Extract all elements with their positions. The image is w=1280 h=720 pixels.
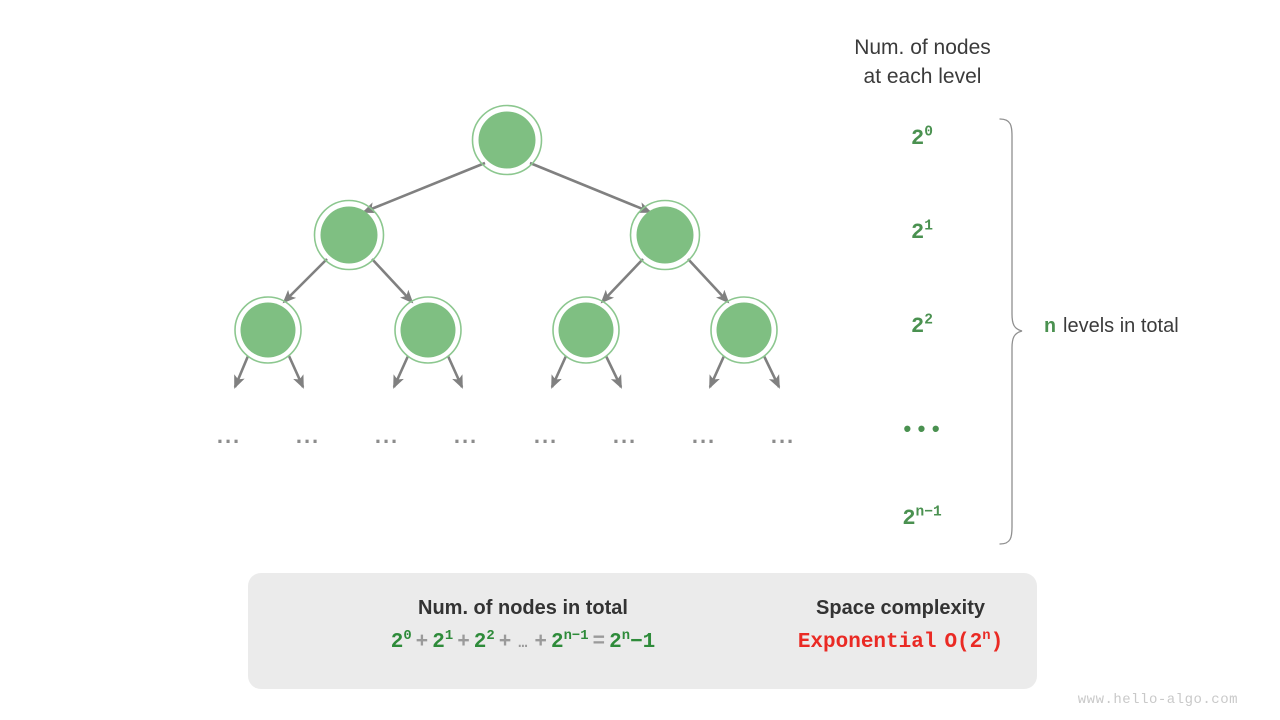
formula-result-base: 2	[609, 631, 622, 654]
formula-ellipsis: …	[518, 635, 528, 652]
summary-left-title: Num. of nodes in total	[418, 597, 628, 619]
level-count-ellipsis: •••	[900, 418, 944, 443]
summary-right-title: Space complexity	[816, 597, 985, 619]
tree-node	[313, 199, 385, 271]
formula-term-2-exp: 2	[486, 628, 495, 644]
tree-ellipsis: ...	[216, 423, 242, 448]
complexity-notation-suffix: )	[990, 631, 1004, 654]
summary-formula: 20+21+22+…+2n−1=2n−1	[278, 628, 768, 654]
formula-term-0-exp: 0	[403, 628, 412, 644]
level-count-last: 2n−1	[852, 504, 992, 531]
tree-ellipsis: ...	[612, 423, 638, 448]
summary-panel: Num. of nodes in total 20+21+22+…+2n−1=2…	[248, 573, 1037, 689]
formula-result-exp: n	[621, 628, 631, 644]
tree-ellipsis: ...	[691, 423, 717, 448]
tree-node	[394, 296, 462, 364]
summary-result: Exponential O(2n)	[793, 628, 1008, 654]
level-count-exponent: 1	[924, 218, 933, 235]
formula-last-exp: n−1	[563, 628, 589, 644]
formula-term-1-exp: 1	[444, 628, 454, 644]
tree-ellipsis: ...	[295, 423, 321, 448]
complexity-notation-prefix: O(2	[944, 631, 983, 654]
tree-node-root	[471, 104, 543, 176]
tree-node	[552, 296, 620, 364]
level-count-exponent: 0	[924, 124, 933, 141]
level-count-1: 21	[852, 218, 992, 245]
formula-equals: =	[592, 631, 606, 654]
complexity-word: Exponential	[797, 631, 937, 654]
formula-result-suffix: −1	[630, 631, 656, 654]
column-heading: Num. of nodes at each level	[854, 36, 991, 88]
level-count-base: 2	[902, 506, 916, 531]
level-count-exponent: 2	[924, 312, 933, 329]
level-count-base: 2	[911, 220, 925, 245]
levels-in-total-text: levels in total	[1063, 315, 1179, 337]
level-count-base: 2	[911, 314, 925, 339]
tree-ellipsis: ...	[770, 423, 796, 448]
level-count-0: 20	[852, 124, 992, 151]
formula-plus: +	[498, 631, 512, 654]
levels-variable-n: n	[1044, 316, 1057, 339]
formula-term-0-base: 2	[390, 631, 404, 654]
tree-node	[710, 296, 778, 364]
tree-ellipsis: ...	[374, 423, 400, 448]
tree-ellipsis: ...	[453, 423, 479, 448]
formula-last-base: 2	[550, 631, 564, 654]
complexity-notation-exp: n	[982, 628, 991, 644]
levels-in-total-label: n levels in total	[1044, 315, 1179, 339]
watermark: www.hello-algo.com	[1077, 692, 1238, 708]
tree-node	[234, 296, 302, 364]
tree-node	[629, 199, 701, 271]
tree-nodes	[234, 104, 778, 364]
level-count-exponent: n−1	[915, 504, 942, 521]
level-count-base: 2	[911, 126, 925, 151]
levels-brace	[999, 118, 1023, 545]
level-count-2: 22	[852, 312, 992, 339]
formula-plus: +	[415, 631, 429, 654]
formula-plus: +	[457, 631, 470, 654]
tree-ellipsis: ...	[533, 423, 559, 448]
formula-term-2-base: 2	[473, 631, 487, 654]
formula-plus: +	[534, 631, 547, 654]
tree-edges	[233, 161, 781, 389]
formula-term-1-base: 2	[432, 631, 445, 654]
